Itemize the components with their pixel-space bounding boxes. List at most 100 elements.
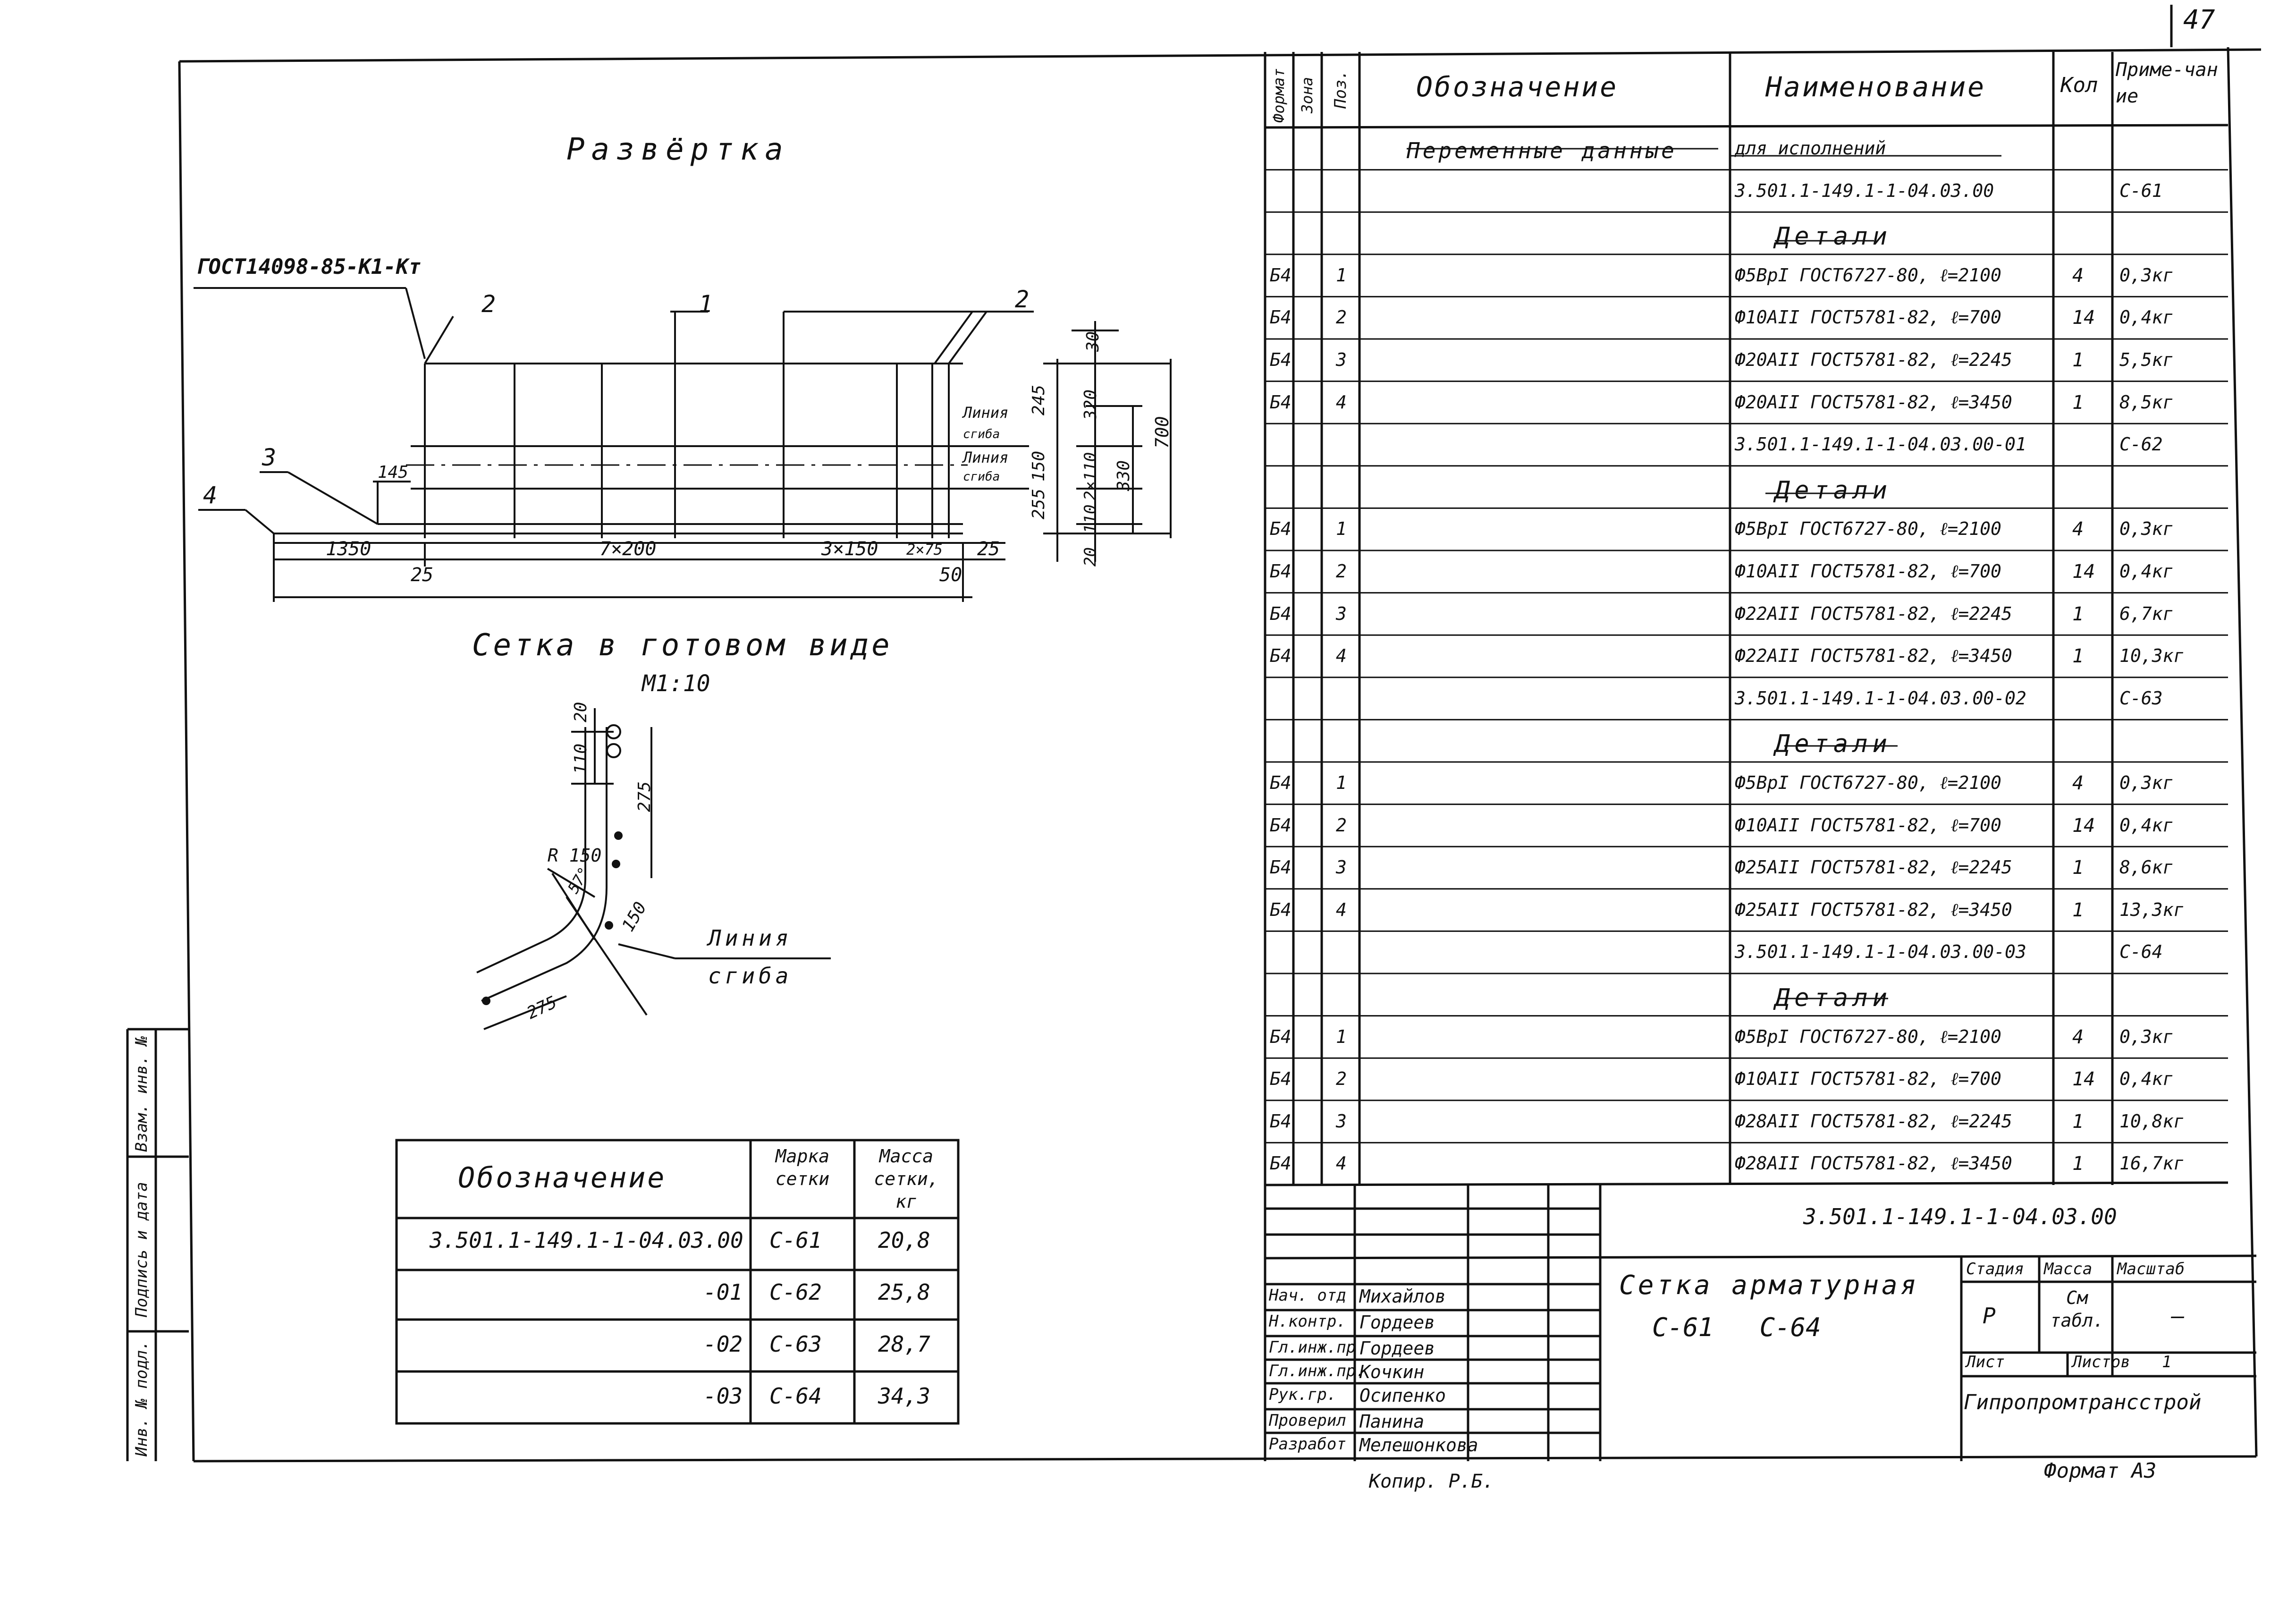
pos-label-2b: 2 [1015, 286, 1030, 313]
spec-row-pos: 4 [1336, 1153, 1347, 1174]
spec-row-name: Ф25АII ГОСТ5781-82, ℓ=2245 [1735, 857, 2012, 878]
tb-person-name: Мелешонкова [1359, 1435, 1478, 1456]
side-stamp-inv: Инв. № подл. [132, 1340, 151, 1456]
spec-row-kol: 1 [2072, 857, 2084, 879]
tb-person-name: Кочкин [1359, 1362, 1425, 1382]
spec-row-prim: С-62 [2119, 434, 2163, 455]
dim-25b: 25 [411, 564, 434, 586]
footer-copy: Копир. Р.Б. [1369, 1471, 1494, 1492]
spec-row-prim: 0,3кг [2119, 772, 2174, 793]
small-row-4-oboz: -03 [703, 1383, 743, 1409]
small-row-2-mark: С-62 [769, 1279, 822, 1305]
spec-row-pos: 1 [1336, 772, 1347, 793]
sheet-number: 47 [2183, 5, 2215, 35]
setka-title: Сетка в готовом виде [472, 628, 893, 663]
dim-25a: 25 [977, 538, 1000, 560]
spec-row-name: Ф25АII ГОСТ5781-82, ℓ=3450 [1735, 899, 2012, 920]
spec-row-pos: 3 [1336, 1110, 1347, 1132]
spec-row-name: Ф5ВрI ГОСТ6727-80, ℓ=2100 [1735, 518, 2001, 540]
footer-format: Формат А3 [2044, 1459, 2157, 1483]
dim-20: 20 [1081, 547, 1100, 567]
spec-row-name: Ф22АII ГОСТ5781-82, ℓ=3450 [1735, 645, 2012, 667]
spec-row-prim: 13,3кг [2119, 899, 2185, 920]
small-row-3-mark: С-63 [769, 1331, 822, 1357]
spec-row-name: 3.501.1-149.1-1-04.03.00-01 [1735, 434, 2026, 455]
tb-org: Гипропромтрансстрой [1964, 1390, 2202, 1414]
small-row-2-mass: 25,8 [878, 1279, 930, 1305]
spec-row-kol: 4 [2072, 518, 2084, 541]
tb-name-1: Сетка арматурная [1619, 1270, 1919, 1301]
spec-row-pos: 2 [1336, 307, 1347, 328]
spec-row-prim: 0,3кг [2119, 264, 2174, 286]
spec-row-name: Ф20АII ГОСТ5781-82, ℓ=3450 [1735, 391, 2012, 413]
spec-row-kol: 14 [2072, 814, 2095, 837]
spec-row-name: Ф5ВрI ГОСТ6727-80, ℓ=2100 [1735, 1026, 2001, 1047]
spec-header-zone: Зона [1298, 76, 1316, 113]
spec-row-format: Б4 [1270, 857, 1292, 878]
spec-row-kol: 14 [2072, 307, 2095, 329]
spec-row-prim: 0,4кг [2119, 1068, 2174, 1090]
spec-row-format: Б4 [1270, 645, 1292, 667]
spec-row-prim: 0,4кг [2119, 561, 2174, 582]
tb-person-name: Гордеев [1359, 1312, 1435, 1333]
small-row-4-mass: 34,3 [878, 1383, 930, 1409]
spec-row-format: Б4 [1270, 1068, 1292, 1090]
spec-row-prim: 0,4кг [2119, 814, 2174, 836]
spec-row-name: Детали [1775, 984, 1892, 1012]
setka-scale: М1:10 [642, 670, 710, 697]
bent-dim-r150: R 150 [548, 845, 602, 866]
dim-255: 255 [1029, 488, 1048, 519]
spec-row-format: Б4 [1270, 391, 1292, 413]
spec-row-prim: 0,3кг [2119, 1026, 2174, 1047]
spec-row-format: Б4 [1270, 264, 1292, 286]
spec-row-kol: 4 [2072, 1026, 2084, 1048]
tb-scale-h: Масштаб [2117, 1260, 2185, 1278]
small-row-2-oboz: -01 [703, 1279, 743, 1305]
dim-320: 320 [1081, 389, 1100, 420]
spec-header-pos: Поз. [1331, 70, 1350, 109]
spec-row-kol: 4 [2072, 772, 2084, 794]
tb-person-name: Гордеев [1359, 1338, 1435, 1359]
spec-row-pos: 4 [1336, 899, 1347, 920]
spec-row-prim: 16,7кг [2119, 1153, 2185, 1174]
spec-row-kol: 1 [2072, 391, 2084, 414]
spec-row-name: Ф28АII ГОСТ5781-82, ℓ=2245 [1735, 1110, 2012, 1132]
dim-110: 110 [1081, 504, 1100, 533]
small-row-4-mark: С-64 [769, 1383, 822, 1409]
small-table-header-mass: Масса сетки, кг [874, 1146, 939, 1212]
dim-700: 700 [1152, 416, 1173, 449]
spec-row-prim: 8,5кг [2119, 391, 2174, 413]
line-label-4: сгиба [963, 470, 1000, 484]
dim-245: 245 [1029, 384, 1048, 415]
side-stamp-vzam: Взам. инв. № [132, 1036, 151, 1152]
spec-row-pos: 2 [1336, 814, 1347, 836]
pos-label-3: 3 [262, 444, 277, 471]
spec-row-format: Б4 [1270, 899, 1292, 920]
spec-row-format: Б4 [1270, 814, 1292, 836]
spec-header-oboz: Обозначение [1416, 71, 1619, 103]
spec-row-name: Ф10АII ГОСТ5781-82, ℓ=700 [1735, 814, 2001, 836]
bent-dim-275a: 275 [635, 781, 654, 812]
spec-row-format: Б4 [1270, 1153, 1292, 1174]
tb-role: Рук.гр. [1269, 1385, 1337, 1404]
small-row-3-mass: 28,7 [878, 1331, 930, 1357]
tb-mass: См табл. [2050, 1287, 2104, 1331]
tb-role: Разработ [1269, 1435, 1346, 1454]
spec-row-pos: 3 [1336, 603, 1347, 624]
spec-row-name: 3.501.1-149.1-1-04.03.00-02 [1735, 687, 2026, 709]
tb-person-name: Михайлов [1359, 1286, 1446, 1307]
spec-row-pos: 3 [1336, 857, 1347, 878]
small-row-1-oboz: 3.501.1-149.1-1-04.03.00 [430, 1227, 743, 1253]
spec-row-kol: 1 [2072, 899, 2084, 921]
small-table-header-oboz: Обозначение [458, 1161, 667, 1194]
tb-scale: — [2171, 1303, 2185, 1329]
spec-row-format: Б4 [1270, 1110, 1292, 1132]
tb-person-name: Панина [1359, 1411, 1425, 1432]
bent-dim-110: 110 [571, 743, 591, 774]
spec-row-name: Детали [1775, 476, 1892, 505]
gost-label: ГОСТ14098-85-К1-Кт [196, 255, 421, 279]
spec-row-kol: 1 [2072, 349, 2084, 371]
dim-50: 50 [939, 564, 962, 586]
spec-row-kol: 1 [2072, 1110, 2084, 1133]
